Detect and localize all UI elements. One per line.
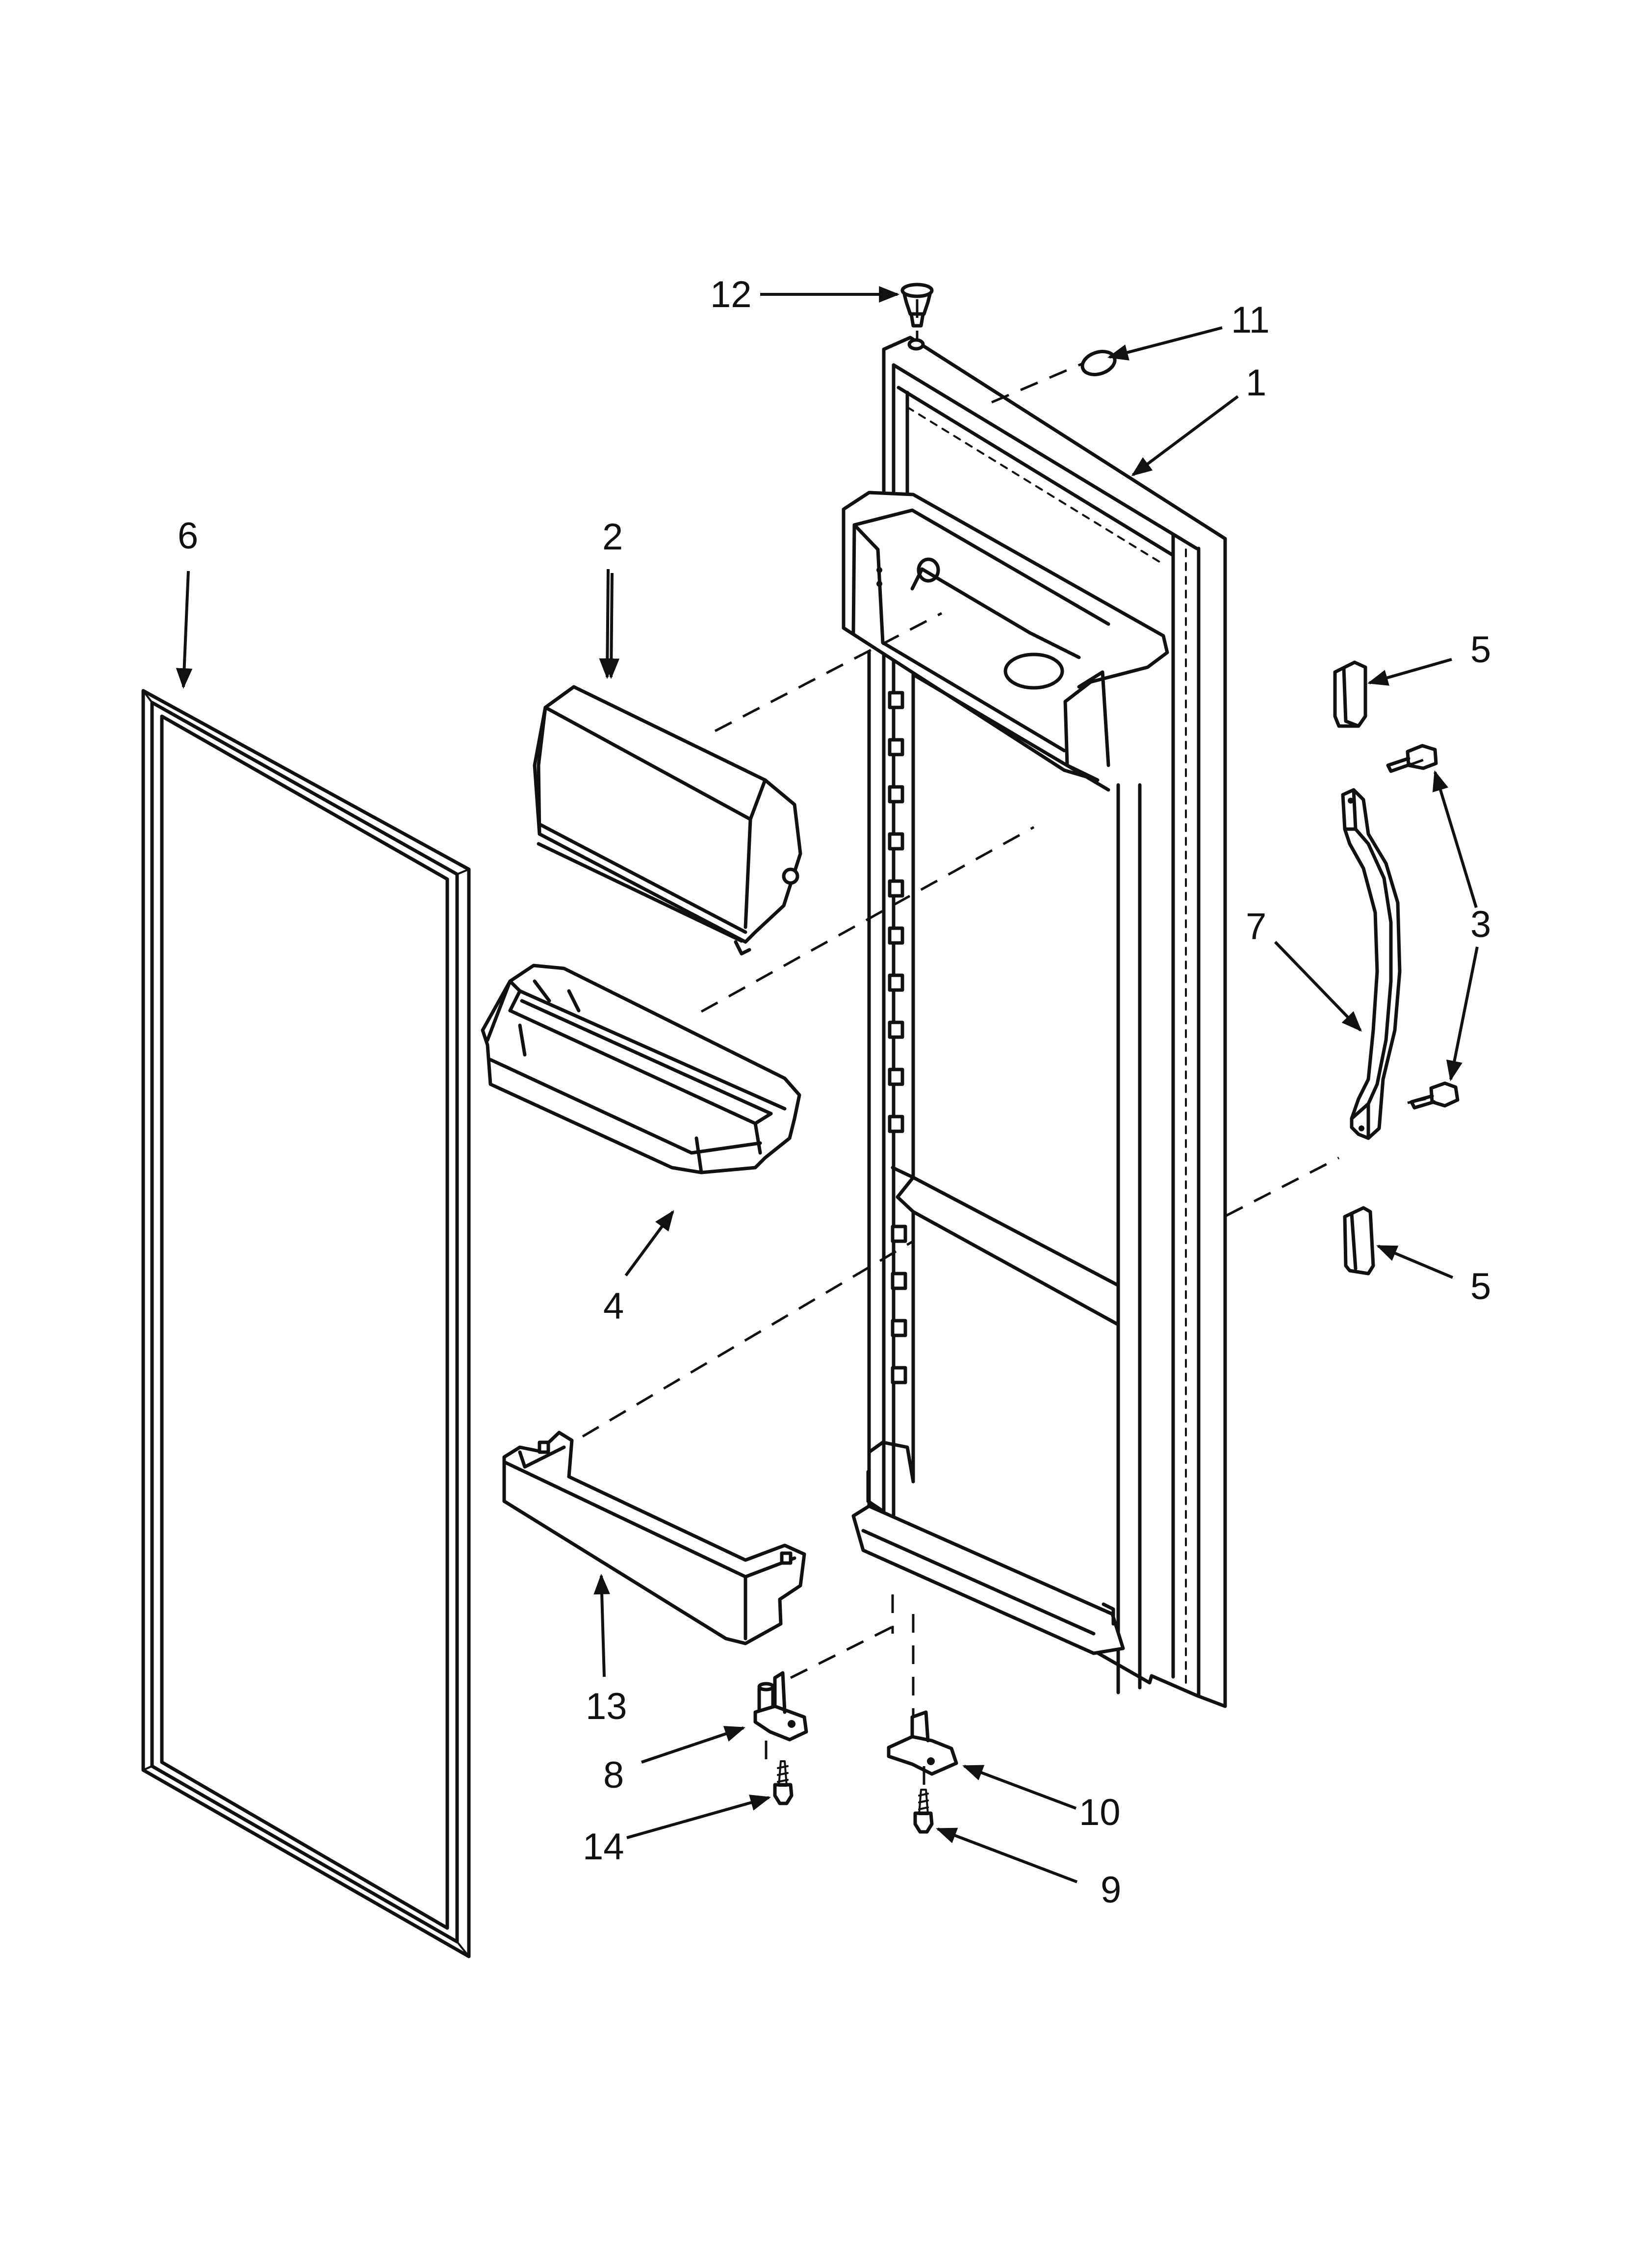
alignment-lines [582, 299, 1435, 1792]
part-4-door-bin [481, 964, 801, 1174]
part-5-handle-cap-lower [1343, 1206, 1375, 1276]
part-11-hinge-cap [1080, 350, 1117, 376]
part-1-door-liner [842, 336, 1227, 1708]
callout-1: 1 [1246, 362, 1266, 404]
part-14-hinge-screw [773, 1760, 794, 1805]
callout-9: 9 [1101, 1869, 1121, 1911]
part-6-door-gasket [141, 689, 471, 1958]
part-12-hinge-bushing [900, 283, 934, 351]
callout-3: 3 [1470, 904, 1491, 945]
part-8-lower-hinge [753, 1671, 808, 1742]
part-3-handle-screw-lower [1410, 1081, 1460, 1110]
part-13-lower-door-bin [502, 1431, 806, 1645]
part-10-hinge-bracket [887, 1710, 958, 1776]
callout-14: 14 [583, 1826, 624, 1868]
callout-7: 7 [1246, 906, 1266, 947]
callout-12: 12 [710, 274, 752, 315]
callout-11: 11 [1231, 299, 1270, 341]
part-2-dairy-door [533, 685, 802, 956]
callout-4: 4 [603, 1285, 624, 1327]
callout-10: 10 [1079, 1792, 1121, 1833]
callout-8: 8 [603, 1754, 624, 1796]
part-7-door-handle [1341, 788, 1402, 1140]
part-9-bracket-screw [913, 1789, 934, 1834]
callout-6: 6 [178, 515, 198, 557]
shelf-stud-column-lower [891, 1225, 907, 1384]
leader-lines [176, 286, 1479, 1883]
callout-labels: 12 11 1 2 6 5 7 3 4 5 13 8 10 14 9 [178, 274, 1491, 1911]
callout-5-upper: 5 [1470, 629, 1491, 671]
part-5-handle-cap-upper [1333, 660, 1367, 728]
shelf-stud-column-upper [888, 691, 904, 1133]
callout-13: 13 [586, 1686, 627, 1727]
callout-5-lower: 5 [1470, 1266, 1491, 1307]
part-3-handle-screw-upper [1386, 744, 1438, 773]
callout-2: 2 [602, 516, 623, 558]
